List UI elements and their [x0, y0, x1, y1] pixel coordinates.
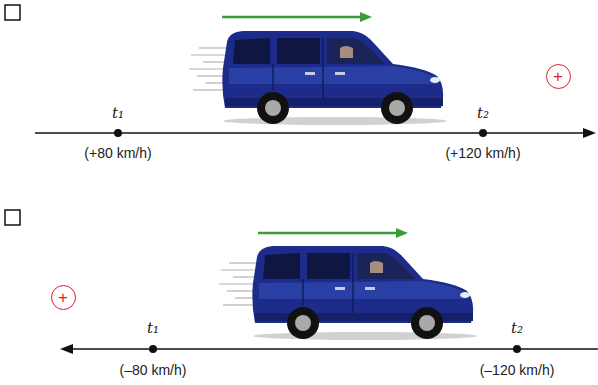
axis — [60, 344, 598, 354]
point — [149, 345, 157, 353]
time-label: t₂ — [511, 320, 523, 337]
time-label: t₁ — [147, 320, 159, 337]
point — [513, 345, 521, 353]
positive-direction-sign: + — [51, 285, 76, 310]
sign-text: + — [58, 289, 68, 306]
checkbox — [5, 5, 20, 20]
point — [114, 129, 122, 137]
time-label: t₁ — [112, 105, 124, 122]
sign-text: + — [553, 68, 563, 85]
velocity-label: (–120 km/h) — [480, 363, 555, 378]
car — [189, 31, 447, 125]
checkbox — [5, 210, 20, 225]
car — [219, 246, 477, 340]
time-label: t₂ — [477, 105, 489, 122]
point — [479, 129, 487, 137]
motion-arrow — [258, 228, 408, 238]
velocity-label: (+80 km/h) — [84, 146, 151, 161]
axis — [35, 128, 596, 138]
motion-arrow — [222, 12, 372, 22]
velocity-label: (+120 km/h) — [445, 146, 520, 161]
velocity-label: (–80 km/h) — [120, 363, 187, 378]
positive-direction-sign: + — [546, 64, 571, 89]
